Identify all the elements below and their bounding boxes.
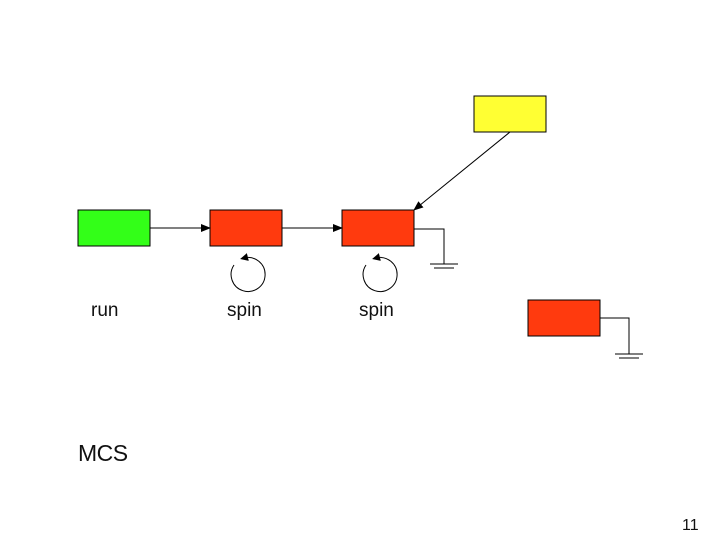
spin-node-1	[209, 209, 283, 247]
run-node	[77, 209, 151, 247]
run-node-label: run	[91, 300, 119, 321]
queued-node	[473, 95, 547, 133]
spin-node-2-label: spin	[359, 300, 394, 321]
spin-node-2	[341, 209, 415, 247]
spin-node-1-label: spin	[227, 300, 262, 321]
spin-icon	[230, 253, 266, 292]
isolated-node	[527, 299, 601, 337]
null-ground-symbol-2	[600, 317, 643, 359]
slide-caption: MCS	[78, 440, 128, 466]
edge-queued-to-spin2	[413, 131, 511, 211]
page-number: 11	[682, 517, 699, 534]
null-ground-symbol-1	[414, 228, 458, 269]
spin-icon	[362, 253, 398, 292]
